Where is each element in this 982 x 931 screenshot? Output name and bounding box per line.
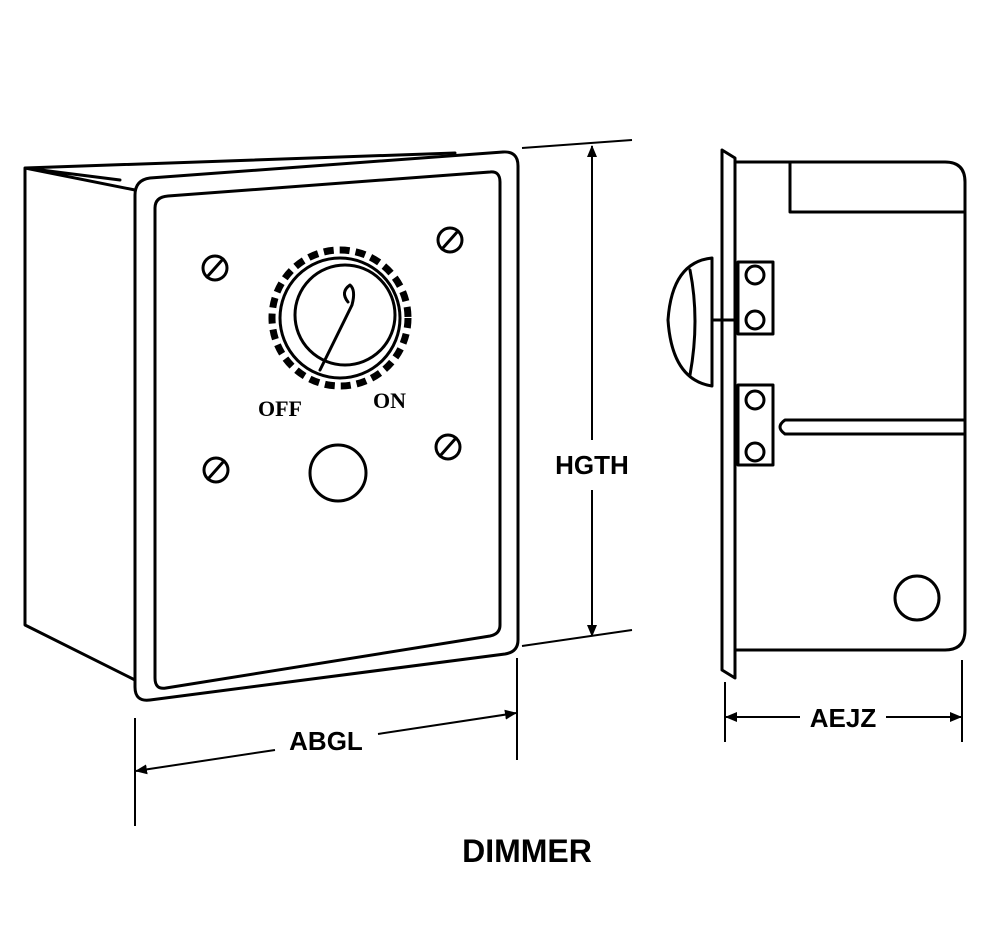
- back-box: [23, 151, 457, 682]
- box-notch: [788, 160, 967, 214]
- cover-plate-outer: [133, 150, 520, 702]
- cover-plate-inner: [153, 170, 502, 690]
- width-label: ABGL: [289, 726, 363, 756]
- depth-dimension: AEJZ: [724, 660, 963, 742]
- slot: [778, 418, 967, 436]
- off-label: OFF: [258, 396, 302, 421]
- depth-label: AEJZ: [810, 703, 877, 733]
- screws: [201, 226, 464, 484]
- side-plate: [720, 148, 737, 680]
- screw-icon: [436, 226, 464, 254]
- width-dimension: ABGL: [134, 658, 518, 826]
- terminals: [736, 260, 775, 467]
- knockout-hole: [893, 574, 941, 622]
- front-view: OFF ON: [23, 150, 520, 702]
- screw-icon: [201, 254, 229, 282]
- dimmer-knob[interactable]: [268, 246, 412, 390]
- indicator-light: [308, 443, 368, 503]
- height-dimension: HGTH: [521, 139, 633, 647]
- screw-icon: [202, 456, 230, 484]
- knob-profile: [666, 256, 714, 388]
- height-label: HGTH: [555, 450, 629, 480]
- side-box: [733, 160, 967, 652]
- diagram-title: DIMMER: [462, 833, 592, 869]
- side-view: [666, 148, 967, 680]
- screw-icon: [434, 433, 462, 461]
- on-label: ON: [373, 388, 406, 413]
